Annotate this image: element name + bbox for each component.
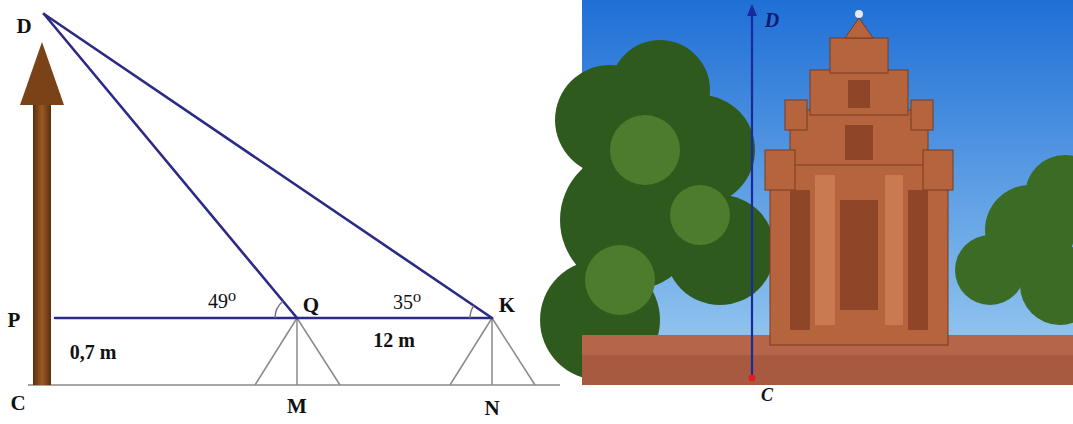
height-line <box>751 14 753 378</box>
point-label: P <box>8 310 21 331</box>
ground-line <box>28 384 560 386</box>
tripods <box>255 318 535 385</box>
point-label: Q <box>303 295 319 316</box>
dimension-label: 0,7 m <box>70 342 117 362</box>
angle-label: 49⁰ <box>208 291 236 311</box>
tower-photo <box>540 0 1073 385</box>
point-label: K <box>499 295 515 316</box>
tower-pole <box>33 95 51 385</box>
point-label: M <box>287 396 307 417</box>
photo-point-label: D <box>765 10 779 30</box>
height-arrowhead <box>747 4 757 16</box>
sight-lines <box>44 14 492 318</box>
dimension-label: 12 m <box>373 330 415 350</box>
pole-arrowhead <box>20 42 64 105</box>
photo-point-label: C <box>761 386 773 404</box>
angle-label: 35⁰ <box>393 292 421 312</box>
base-point <box>749 375 756 382</box>
point-label: C <box>10 393 25 414</box>
point-label: D <box>16 16 31 37</box>
point-label: N <box>484 398 499 419</box>
geometry-figure <box>20 14 560 385</box>
